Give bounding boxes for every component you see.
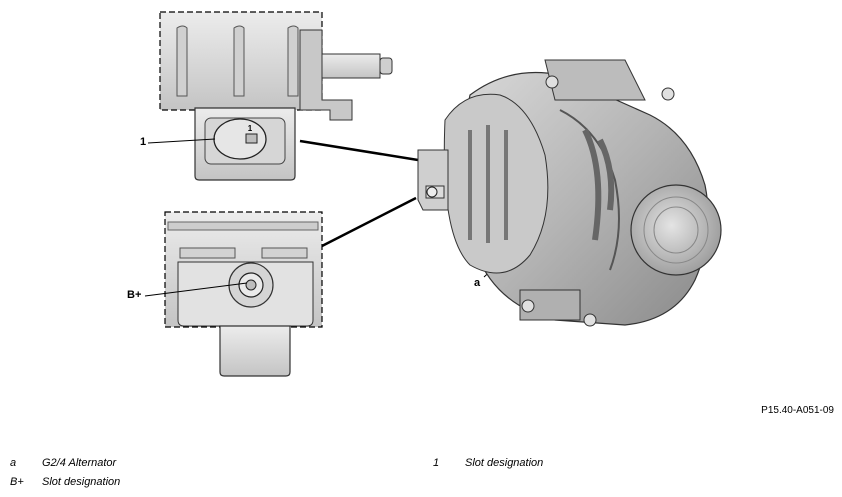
figure-id: P15.40-A051-09	[761, 405, 834, 416]
detail-view-connector: 1	[159, 11, 393, 181]
legend-text: Slot designation	[465, 457, 544, 469]
legend-text: Slot designation	[42, 476, 121, 488]
alternator-diagram: 1	[144, 11, 722, 377]
legend-key: 1	[433, 457, 440, 469]
detail-view-bplus-terminal	[164, 211, 323, 377]
callout-a: a	[474, 277, 481, 289]
legend-key: B+	[10, 476, 24, 488]
callout-1: 1	[140, 136, 147, 148]
legend-key: a	[10, 457, 17, 469]
connector-pin-label: 1	[248, 124, 253, 133]
alternator	[417, 59, 722, 327]
callout-bplus: B+	[127, 289, 142, 301]
legend-text: G2/4 Alternator	[42, 457, 117, 469]
